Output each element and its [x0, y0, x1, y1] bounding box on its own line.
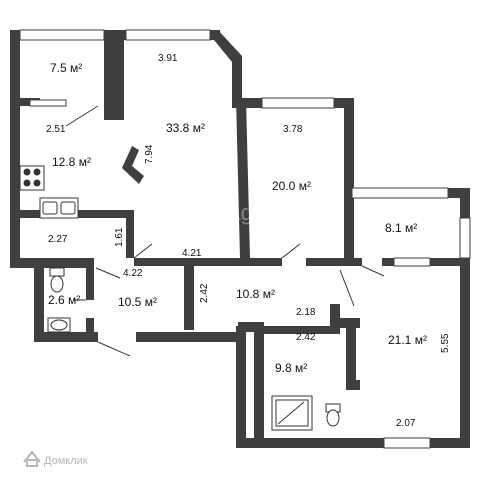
dimension-label: 7.94 [144, 144, 155, 164]
room-area-label: 21.1 м² [388, 333, 427, 347]
window [459, 217, 471, 259]
window [351, 187, 449, 199]
dimension-label: 2.27 [48, 234, 68, 245]
stove-icon [19, 165, 45, 191]
room-area-label: 10.8 м² [236, 287, 275, 301]
window [125, 29, 211, 41]
dimension-label: 2.42 [296, 332, 316, 343]
toilet-tank-icon [49, 267, 65, 277]
dimension-label: 2.07 [396, 418, 416, 429]
dimension-label: 4.22 [123, 268, 143, 279]
room-area-label: 2.6 м² [48, 293, 80, 307]
room-area-label: 12.8 м² [52, 155, 91, 169]
door-swing [65, 105, 99, 127]
door-swing [361, 265, 385, 277]
shower-icon [271, 395, 313, 431]
room-area-label: 20.0 м² [272, 179, 311, 193]
watermark-text: etagi [210, 200, 258, 225]
room-area-label: 9.8 м² [275, 361, 307, 375]
sink-icon [39, 197, 79, 219]
door-swing [133, 243, 153, 259]
domclick-logo-icon [23, 450, 41, 467]
window [393, 257, 431, 267]
room-area-label: 8.1 м² [385, 221, 417, 235]
toilet-icon [326, 409, 340, 427]
walls [10, 30, 470, 448]
toilet-icon [50, 275, 64, 293]
door-swing [95, 267, 121, 279]
dimension-label: 4.21 [182, 248, 202, 259]
dimension-label: 2.18 [296, 307, 316, 318]
chimney-block [122, 146, 144, 184]
dimension-label: 2.51 [46, 124, 66, 135]
dimension-label: 3.78 [283, 124, 303, 135]
windows [19, 29, 471, 449]
door-swing [339, 269, 355, 307]
dimension-label: 1.61 [114, 227, 125, 247]
room-area-label: 33.8 м² [166, 121, 205, 135]
door-swing [281, 243, 301, 259]
doors [65, 105, 385, 357]
dimension-label: 2.42 [199, 283, 210, 303]
dimension-label: 3.91 [158, 53, 178, 64]
kitchen-fixtures [19, 165, 79, 219]
bathroom-fixtures [47, 267, 341, 431]
window [261, 97, 335, 109]
window [383, 437, 431, 449]
room-area-label: 10.5 м² [118, 295, 157, 309]
brand-name: Домклик [44, 455, 88, 467]
dimension-label: 5.55 [440, 333, 451, 353]
window [19, 29, 105, 41]
room-area-label: 7.5 м² [50, 61, 82, 75]
door-swing [97, 341, 131, 357]
window [29, 99, 67, 107]
